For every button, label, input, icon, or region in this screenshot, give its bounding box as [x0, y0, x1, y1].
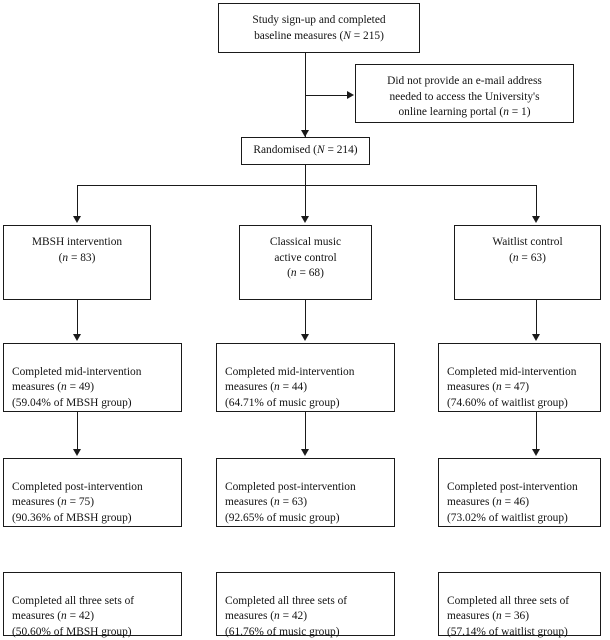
node-post-mbsh: Completed post-intervention measures (n …: [3, 458, 182, 527]
connector-mbsh-arm-to-mid: [77, 300, 78, 336]
connector-post-mbsh-arrowhead: [72, 449, 81, 456]
connector-split-bar: [77, 185, 536, 186]
node-mid-music-label: Completed mid-intervention measures (n =…: [225, 365, 355, 409]
node-all-waitlist: Completed all three sets of measures (n …: [438, 572, 601, 638]
node-all-mbsh-label: Completed all three sets of measures (n …: [12, 594, 135, 638]
node-all-mbsh: Completed all three sets of measures (n …: [3, 572, 182, 638]
node-mid-waitlist: Completed mid-intervention measures (n =…: [438, 343, 601, 412]
connector-mid-music-arrowhead: [300, 334, 309, 341]
node-enrollment: Study sign-up and completed baseline mea…: [218, 3, 420, 53]
node-arm-mbsh: MBSH intervention (n = 83): [3, 225, 151, 300]
connector-excluded-branch: [305, 95, 348, 96]
node-randomised: Randomised (N = 214): [241, 137, 370, 165]
connector-waitlist-mid-to-post: [536, 412, 537, 450]
node-excluded: Did not provide an e-mail address needed…: [355, 64, 574, 123]
node-excluded-label: Did not provide an e-mail address needed…: [387, 75, 542, 118]
connector-mbsh-mid-to-post: [77, 412, 78, 450]
node-arm-waitlist: Waitlist control (n = 63): [454, 225, 601, 300]
connector-music-mid-to-post: [305, 412, 306, 450]
connector-excluded-arrowhead: [347, 90, 354, 99]
node-all-music-label: Completed all three sets of measures (n …: [225, 594, 348, 638]
node-post-music: Completed post-intervention measures (n …: [216, 458, 395, 527]
connector-split-middle: [305, 185, 306, 218]
connector-music-arm-to-mid: [305, 300, 306, 336]
connector-arm-waitlist-arrowhead: [531, 216, 540, 223]
node-enrollment-label: Study sign-up and completed baseline mea…: [252, 14, 386, 42]
node-post-waitlist: Completed post-intervention measures (n …: [438, 458, 601, 527]
node-arm-music: Classical music active control (n = 68): [239, 225, 372, 300]
connector-mid-mbsh-arrowhead: [72, 334, 81, 341]
connector-post-music-arrowhead: [300, 449, 309, 456]
node-post-music-label: Completed post-intervention measures (n …: [225, 480, 356, 524]
node-all-music: Completed all three sets of measures (n …: [216, 572, 395, 638]
node-post-mbsh-label: Completed post-intervention measures (n …: [12, 480, 143, 524]
connector-split-right: [536, 185, 537, 218]
connector-randomised-arrowhead: [300, 130, 309, 137]
node-arm-music-label: Classical music active control (n = 68): [269, 236, 342, 279]
connector-arm-mbsh-arrowhead: [72, 216, 81, 223]
node-mid-waitlist-label: Completed mid-intervention measures (n =…: [447, 365, 577, 409]
connector-mid-waitlist-arrowhead: [531, 334, 540, 341]
connector-split-stem: [305, 165, 306, 185]
connector-post-waitlist-arrowhead: [531, 449, 540, 456]
connector-arm-music-arrowhead: [300, 216, 309, 223]
connector-split-left: [77, 185, 78, 218]
node-randomised-label: Randomised (N = 214): [253, 144, 358, 157]
node-mid-mbsh-label: Completed mid-intervention measures (n =…: [12, 365, 142, 409]
node-arm-waitlist-label: Waitlist control (n = 63): [492, 236, 563, 264]
node-post-waitlist-label: Completed post-intervention measures (n …: [447, 480, 578, 524]
node-all-waitlist-label: Completed all three sets of measures (n …: [447, 594, 570, 638]
node-mid-mbsh: Completed mid-intervention measures (n =…: [3, 343, 182, 412]
node-mid-music: Completed mid-intervention measures (n =…: [216, 343, 395, 412]
connector-waitlist-arm-to-mid: [536, 300, 537, 336]
node-arm-mbsh-label: MBSH intervention (n = 83): [31, 236, 123, 264]
